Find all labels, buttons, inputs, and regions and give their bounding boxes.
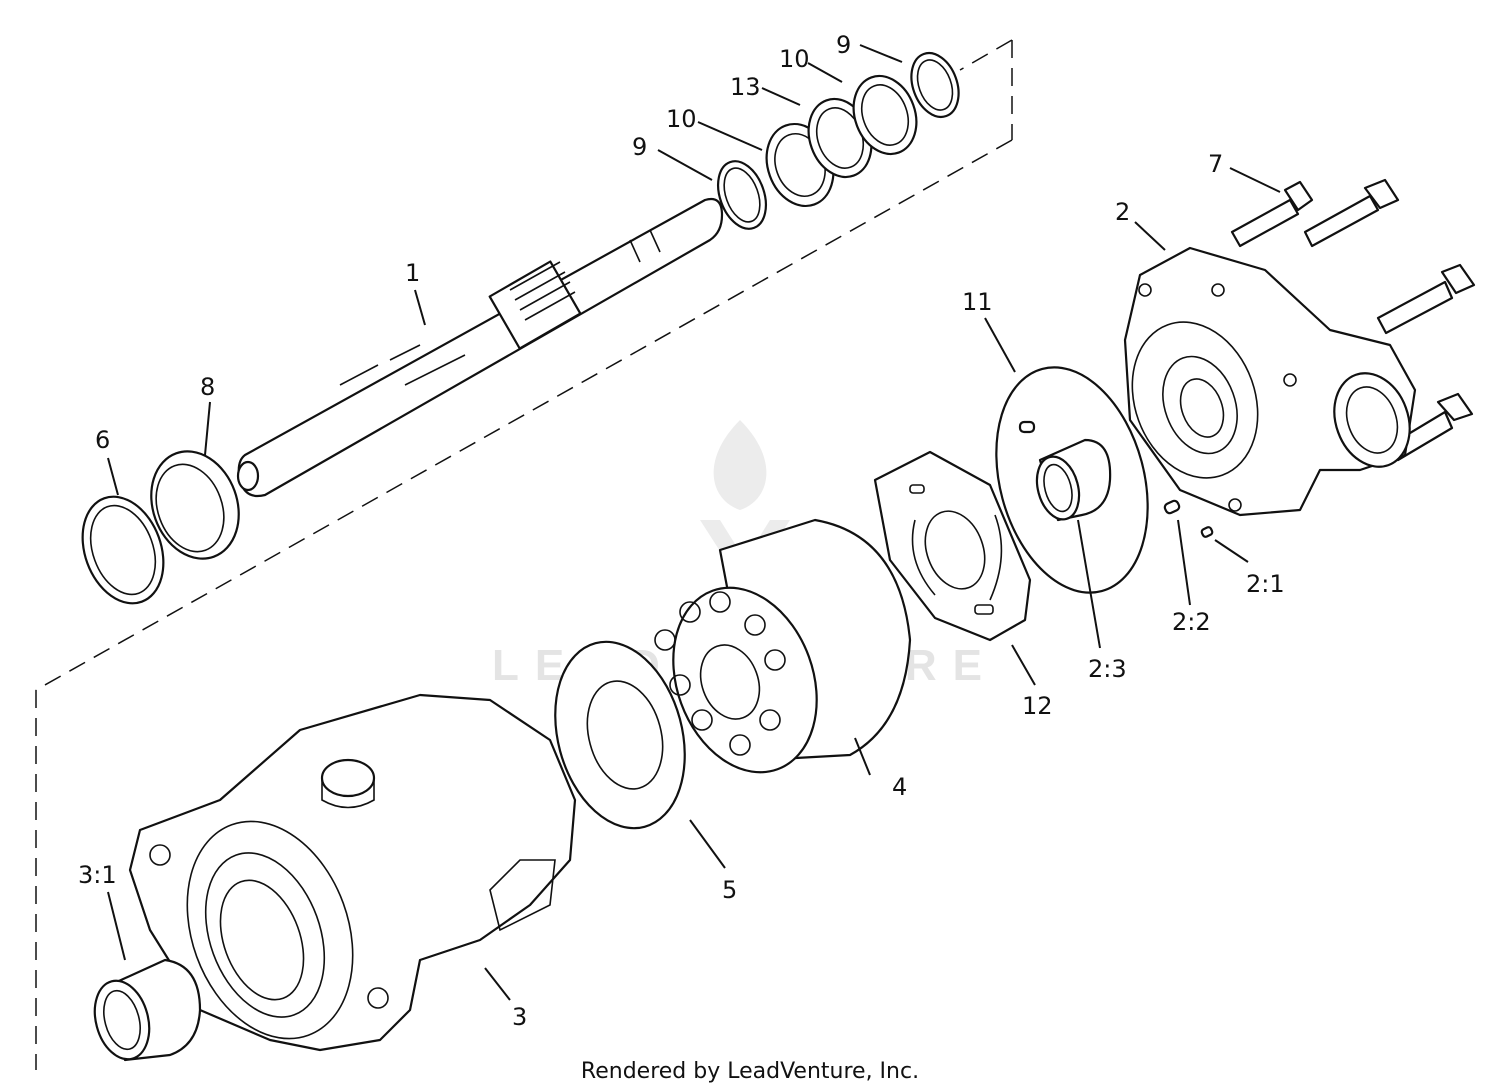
credit-line: Rendered by LeadVenture, Inc.	[581, 1059, 919, 1084]
part-clip-ring-9a	[717, 160, 767, 230]
part-motor-housing-3	[128, 693, 577, 1052]
callout-3: 3	[512, 1003, 527, 1031]
leader-lines	[107, 44, 1281, 1001]
callout-12: 12	[1022, 692, 1053, 720]
part-clip-ring-9b	[910, 51, 960, 119]
part-washer-10b	[852, 74, 918, 156]
part-end-cap-2	[1123, 246, 1417, 517]
callout-13: 13	[730, 73, 761, 101]
callout-6: 6	[95, 426, 110, 454]
callout-5: 5	[722, 876, 737, 904]
callout-9a: 9	[632, 133, 647, 161]
part-bearing-ring-8	[150, 450, 240, 560]
part-pins	[1163, 499, 1214, 538]
callout-3-1: 3:1	[78, 861, 117, 889]
part-valve-plate-12	[873, 450, 1032, 642]
part-bushing-3-1	[93, 958, 202, 1062]
callout-2-3: 2:3	[1088, 655, 1127, 683]
part-cylinder-block-4	[654, 518, 912, 774]
part-bolts-7	[1230, 178, 1476, 462]
callout-8: 8	[200, 373, 215, 401]
callout-2-2: 2:2	[1172, 608, 1211, 636]
part-thrust-washer-5	[554, 640, 686, 830]
callout-2-1: 2:1	[1246, 570, 1285, 598]
part-shaft	[236, 197, 724, 498]
part-snap-ring-6	[81, 495, 165, 605]
callout-10a: 10	[666, 105, 697, 133]
callout-11: 11	[962, 288, 993, 316]
assembly-boundary	[35, 39, 1013, 1070]
part-bushing-2-3	[1035, 438, 1112, 522]
callout-9b: 9	[836, 31, 851, 59]
callout-7: 7	[1208, 150, 1223, 178]
callout-1: 1	[405, 259, 420, 287]
callout-4: 4	[892, 773, 907, 801]
watermark-flame-icon	[713, 420, 767, 510]
callout-10b: 10	[779, 45, 810, 73]
callout-2: 2	[1115, 198, 1130, 226]
callout-labels: 1 2 3 4 5 6 7 8 9 9 10 10 11 12 13 2:1 2…	[78, 31, 1285, 1031]
